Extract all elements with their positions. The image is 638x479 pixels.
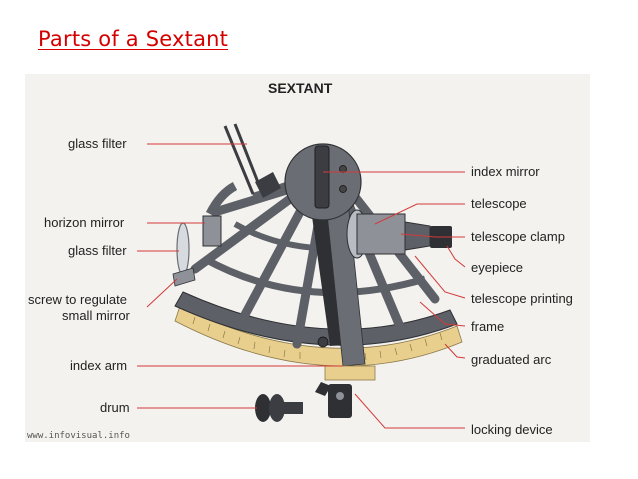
sextant-illustration: SEXTANT: [27, 80, 573, 441]
telescope-shape: [346, 209, 452, 259]
label-screw-line2: small mirror: [62, 308, 131, 323]
label-drum: drum: [100, 400, 130, 415]
label-telescope-clamp: telescope clamp: [471, 229, 565, 244]
label-glass-filter: glass filter: [68, 243, 127, 258]
glass-filter-lens: [176, 222, 190, 276]
label-horizon-mirror: horizon mirror: [44, 215, 125, 230]
label-eyepiece: eyepiece: [471, 260, 523, 275]
label-screw-line1: screw to regulate: [28, 292, 127, 307]
label-telescope-printing: telescope printing: [471, 291, 573, 306]
diagram-heading: SEXTANT: [268, 80, 333, 96]
graduated-arc-shape: [174, 305, 463, 367]
arc-ticks: [192, 316, 443, 361]
horizon-mirror-shape: [202, 215, 222, 247]
slide-title: Parts of a Sextant: [38, 27, 229, 51]
label-index-mirror: index mirror: [471, 164, 540, 179]
index-mirror-glass: [314, 145, 330, 209]
frame-shape: [174, 291, 458, 346]
label-glass-filter-top: glass filter: [68, 136, 127, 151]
label-locking-device: locking device: [471, 422, 553, 437]
sextant-drawing: [172, 123, 463, 422]
drum-shape: [255, 394, 303, 422]
label-telescope: telescope: [471, 196, 527, 211]
locking-device-shape: [315, 382, 352, 418]
label-index-arm: index arm: [70, 358, 127, 373]
sextant-diagram: SEXTANT: [25, 74, 590, 442]
leader-lines: [137, 143, 466, 429]
label-frame: frame: [471, 319, 504, 334]
credit-text: www.infovisual.info: [27, 431, 130, 441]
label-graduated-arc: graduated arc: [471, 352, 552, 367]
